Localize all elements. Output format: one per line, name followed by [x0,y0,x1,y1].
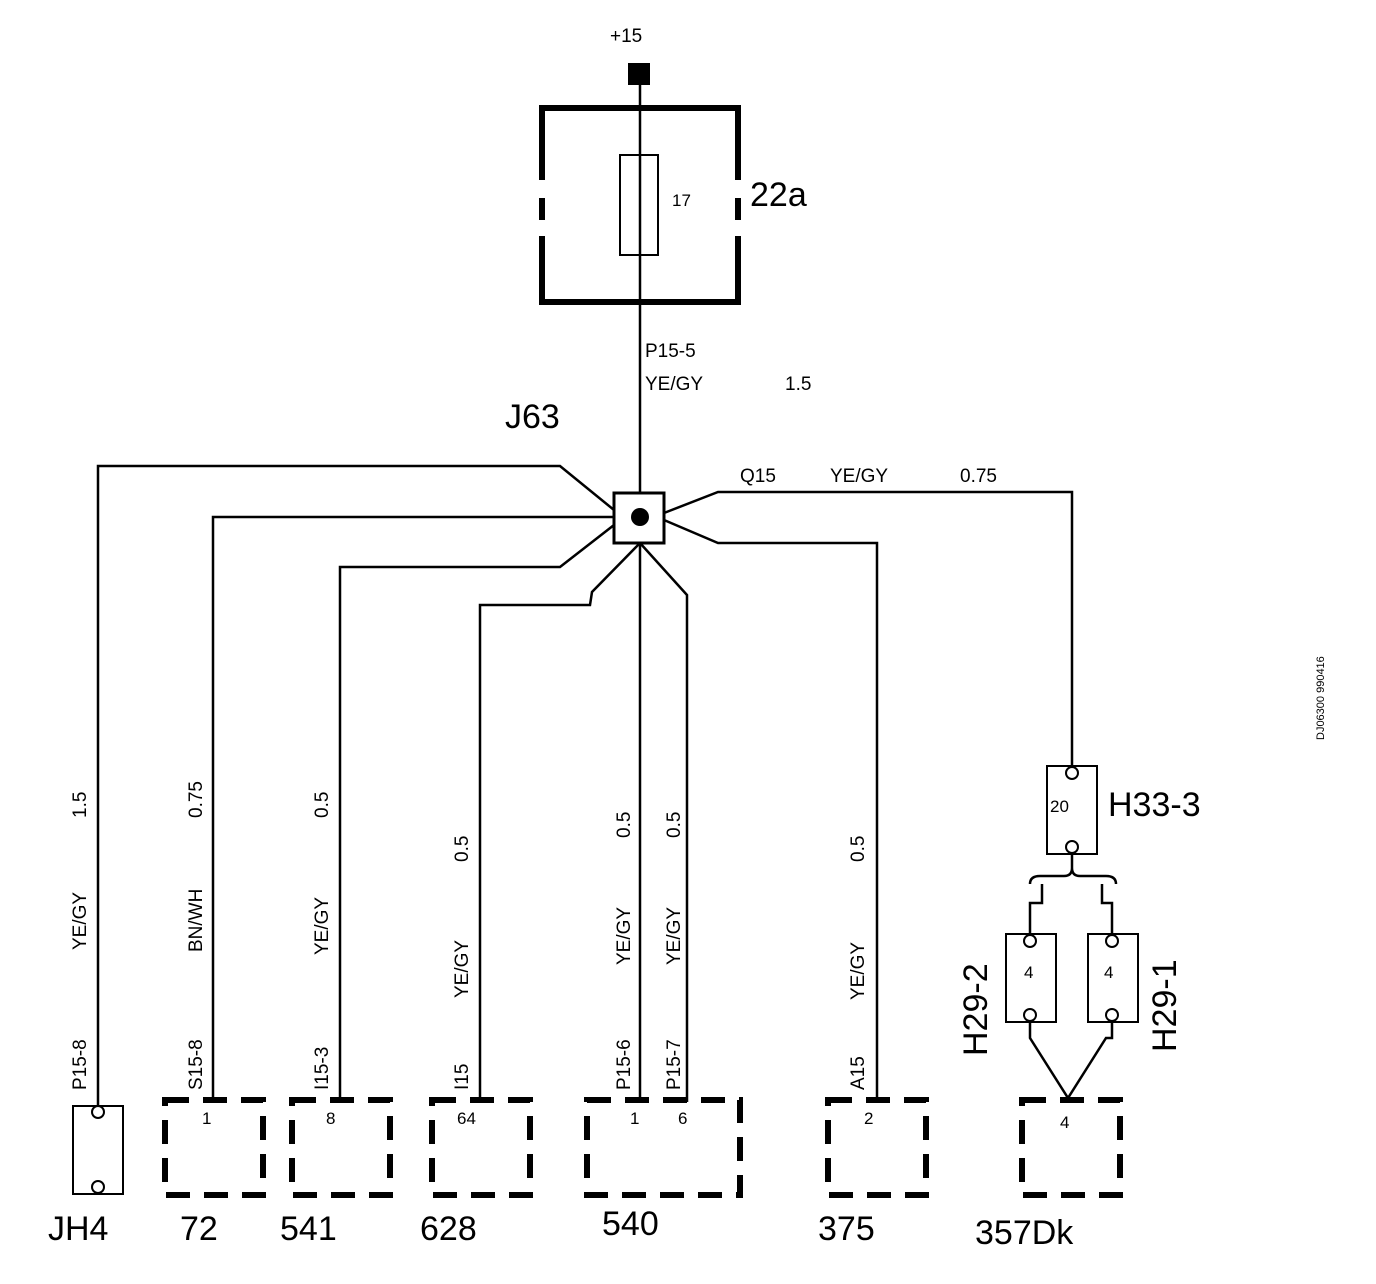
fuse-number: 17 [672,191,691,210]
wire-size: 0.5 [452,836,473,862]
wire-size: 0.5 [664,812,685,838]
pin-icon [1065,840,1079,854]
wire-size: 0.5 [848,836,869,862]
h29-2-label: H29-2 [957,963,995,1056]
pin-icon [1105,1008,1119,1022]
wire-color: YE/GY [70,892,91,950]
wire-color: YE/GY [312,897,333,955]
component-label: JH4 [48,1210,108,1248]
pin-icon [91,1105,105,1119]
h29-2-pin: 4 [1024,963,1033,982]
fuse-box-label: 22a [750,176,807,214]
supply-terminal [628,63,650,85]
merge-wire [1028,1021,1114,1101]
junction-label: J63 [505,398,560,436]
pin-number: 6 [678,1109,687,1128]
wire-color: YE/GY [848,942,869,1000]
component-label: 628 [420,1210,477,1248]
feed-connector: P15-5 [645,341,696,362]
component-541 [289,1097,393,1198]
component-375 [825,1097,929,1198]
component-label: 540 [602,1205,659,1243]
split-wire-right [1100,884,1114,935]
connector-h29-2 [1005,933,1057,1023]
pin-icon [1105,934,1119,948]
component-label: 375 [818,1210,875,1248]
split-wire-left [1028,884,1044,935]
wire-size: 0.5 [614,812,635,838]
feed-size: 1.5 [785,374,811,395]
component-label: 357Dk [975,1214,1074,1252]
wire-color: YE/GY [452,940,473,998]
wire-connector: I15 [452,1064,473,1090]
pin-number: 2 [864,1109,873,1128]
wire-connector: S15-8 [186,1039,207,1090]
pin-icon [91,1180,105,1194]
branch-wires [96,464,1074,1108]
wire-color: BN/WH [186,889,207,952]
right-branch-color: YE/GY [830,466,888,487]
pin-number: 64 [457,1109,476,1128]
component-label: 72 [180,1210,218,1248]
wire-connector: P15-8 [70,1039,91,1090]
pin-number: 4 [1060,1113,1069,1132]
wire-size: 0.75 [186,781,207,818]
component-540 [584,1097,743,1198]
drawing-reference: DJ06300 990416 [1315,656,1327,740]
wire-color: YE/GY [664,907,685,965]
wire-connector: I15-3 [312,1047,333,1090]
wire-connector: A15 [848,1056,869,1090]
component-357dk [1019,1097,1123,1198]
right-branch-connector: Q15 [740,466,776,487]
h29-1-pin: 4 [1104,963,1113,982]
pin-icon [1065,766,1079,780]
h29-1-label: H29-1 [1146,959,1184,1052]
feed-color: YE/GY [645,374,703,395]
wire-connector: P15-6 [614,1039,635,1090]
wire-size: 0.5 [312,792,333,818]
connector-h29-1 [1087,933,1139,1023]
component-label: 541 [280,1210,337,1248]
supply-label: +15 [610,26,642,47]
component-628 [429,1097,533,1198]
junction-node [631,508,649,526]
pin-icon [1023,934,1037,948]
right-branch-size: 0.75 [960,466,997,487]
wire-color: YE/GY [614,907,635,965]
h33-pin: 20 [1050,797,1069,816]
pin-number: 1 [630,1109,639,1128]
pin-icon [1023,1008,1037,1022]
split-bracket [1028,853,1118,885]
wire-size: 1.5 [70,792,91,818]
component-72 [162,1097,266,1198]
pin-number: 1 [202,1109,211,1128]
wire-connector: P15-7 [664,1039,685,1090]
h33-label: H33-3 [1108,786,1201,824]
pin-number: 8 [326,1109,335,1128]
